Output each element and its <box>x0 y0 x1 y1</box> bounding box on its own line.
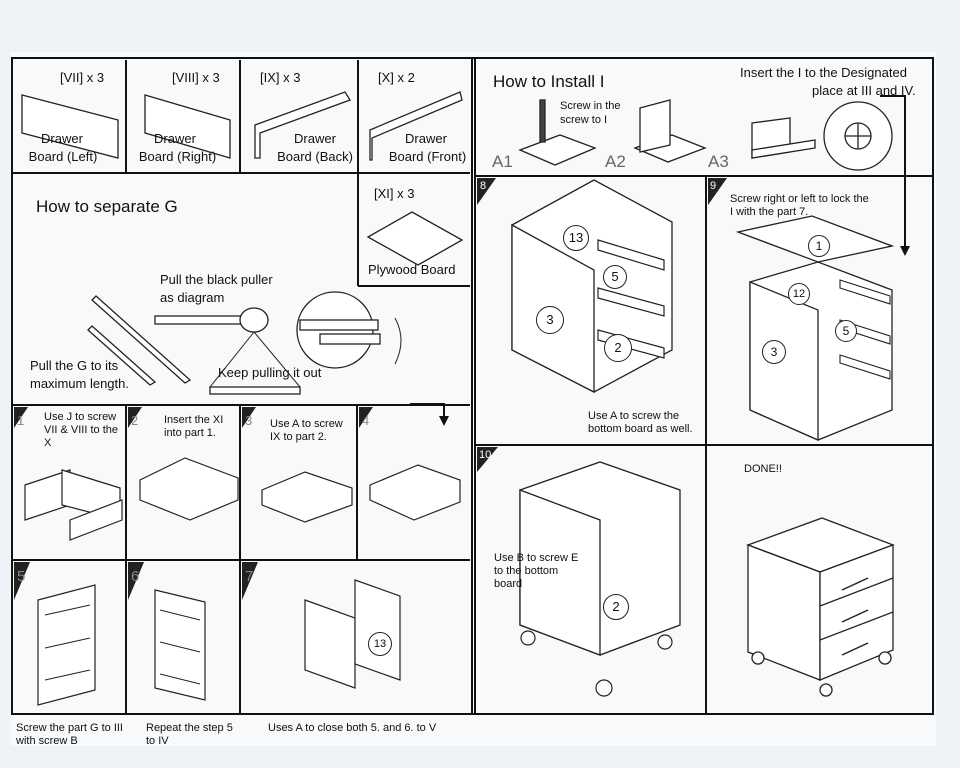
part-code-xi: [XI] x 3 <box>374 186 415 201</box>
part-number-13-step8: 13 <box>563 225 589 251</box>
part-name-x-line2: Board (Front) <box>388 149 467 164</box>
pull-puller-line2: as diagram <box>160 290 225 305</box>
part-number-5-step9: 5 <box>835 320 857 342</box>
step-6-text: Repeat the step 5 to IV <box>146 722 233 747</box>
step-1-text: Use J to screw VII & VIII to the X <box>44 411 118 449</box>
step-9-text: Screw right or left to lock the I with t… <box>730 193 869 218</box>
screw-in-line2: screw to I <box>560 114 608 126</box>
part-name-vii-line2: Board (Left) <box>28 149 98 164</box>
sub-label-a2: A2 <box>605 152 626 171</box>
pull-max-line1: Pull the G to its <box>30 358 119 373</box>
step-number-9: 9 <box>710 180 717 192</box>
step-number-3: 3 <box>245 413 253 428</box>
step-5-text: Screw the part G to III with screw B <box>16 722 123 747</box>
part-code-x: [X] x 2 <box>378 70 415 85</box>
done-text: DONE!! <box>744 463 782 475</box>
keep-pulling-label: Keep pulling it out <box>218 365 322 380</box>
part-number-13-step7: 13 <box>368 632 392 656</box>
step-3-text: Use A to screw IX to part 2. <box>270 418 343 443</box>
sub-label-a3: A3 <box>708 152 729 171</box>
part-number-3-step8: 3 <box>536 306 564 334</box>
step-number-5: 5 <box>17 568 26 585</box>
step-number-10: 10 <box>479 449 492 461</box>
part-name-vii-line1: Drawer <box>41 131 83 146</box>
step-2-text: Insert the XI into part 1. <box>164 414 224 439</box>
step-number-7: 7 <box>245 568 254 585</box>
sub-label-a1: A1 <box>492 152 513 171</box>
part-name-xi: Plywood Board <box>368 262 456 277</box>
part-name-viii-line1: Drawer <box>154 131 196 146</box>
step-10-text: Use B to screw E to the bottom board <box>494 552 579 590</box>
part-number-3-step9: 3 <box>762 340 786 364</box>
part-name-x-line1: Drawer <box>405 131 447 146</box>
pull-puller-line1: Pull the black puller <box>160 272 273 287</box>
step-7-text: Uses A to close both 5. and 6. to V <box>268 722 437 734</box>
install-i-title: How to Install I <box>493 72 605 91</box>
pull-max-line2: maximum length. <box>30 376 129 391</box>
step-8-text: Use A to screw the bottom board as well. <box>588 410 693 435</box>
part-number-5-step8: 5 <box>603 265 627 289</box>
part-number-12-step9: 12 <box>788 283 810 305</box>
step-number-8: 8 <box>480 180 487 192</box>
part-name-viii-line2: Board (Right) <box>138 149 217 164</box>
part-number-1-step9: 1 <box>808 235 830 257</box>
separate-g-title: How to separate G <box>36 197 178 216</box>
part-name-ix-line1: Drawer <box>294 131 336 146</box>
part-code-vii: [VII] x 3 <box>60 70 105 85</box>
insert-i-line1: Insert the I to the Designated <box>740 65 907 80</box>
part-number-2-step10: 2 <box>603 594 629 620</box>
screw-in-line1: Screw in the <box>560 100 621 112</box>
step-number-1: 1 <box>17 413 25 428</box>
step-number-6: 6 <box>131 568 140 585</box>
part-number-2-step8: 2 <box>604 334 632 362</box>
insert-i-line2: place at III and IV. <box>812 83 916 98</box>
step-number-2: 2 <box>131 413 139 428</box>
part-name-ix-line2: Board (Back) <box>277 149 353 164</box>
part-code-ix: [IX] x 3 <box>260 70 301 85</box>
part-code-viii: [VIII] x 3 <box>172 70 220 85</box>
step-number-4: 4 <box>362 413 370 428</box>
